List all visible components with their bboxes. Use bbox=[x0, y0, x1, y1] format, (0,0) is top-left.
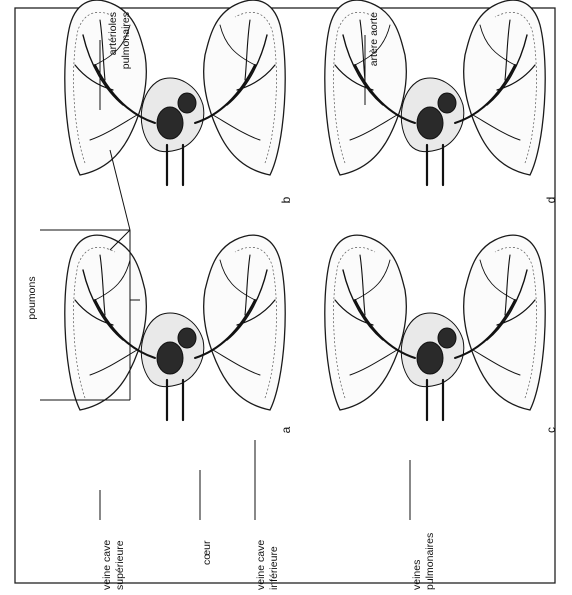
veine-cave-sup-label-line1: veine cave bbox=[101, 540, 113, 590]
panel-b-diagram bbox=[65, 0, 285, 185]
panel-c-diagram bbox=[325, 235, 545, 420]
panel-a-diagram bbox=[65, 235, 285, 420]
veines-pulm-label-line1: veines bbox=[411, 560, 423, 590]
panel-d-label: d bbox=[544, 197, 558, 204]
veines-pulm-label-line2: pulmonaires bbox=[424, 533, 436, 590]
arterioles-label-line2: pulmonaires bbox=[120, 12, 132, 69]
arterioles-label-line1: artérioles bbox=[107, 12, 119, 55]
panel-c-label: c bbox=[544, 427, 558, 433]
poumons-label: poumons bbox=[26, 276, 38, 319]
artere-aorte-label: artère aorte bbox=[368, 12, 380, 66]
veine-cave-inf-label-line1: veine cave bbox=[255, 540, 267, 590]
panel-d-diagram bbox=[325, 0, 545, 185]
panel-b-label: b bbox=[279, 196, 293, 203]
veine-cave-sup-label-line2: supérieure bbox=[114, 540, 126, 590]
coeur-label: cœur bbox=[201, 540, 213, 565]
panel-a-label: a bbox=[279, 426, 293, 433]
veine-cave-inf-label-line2: inférieure bbox=[268, 546, 280, 590]
